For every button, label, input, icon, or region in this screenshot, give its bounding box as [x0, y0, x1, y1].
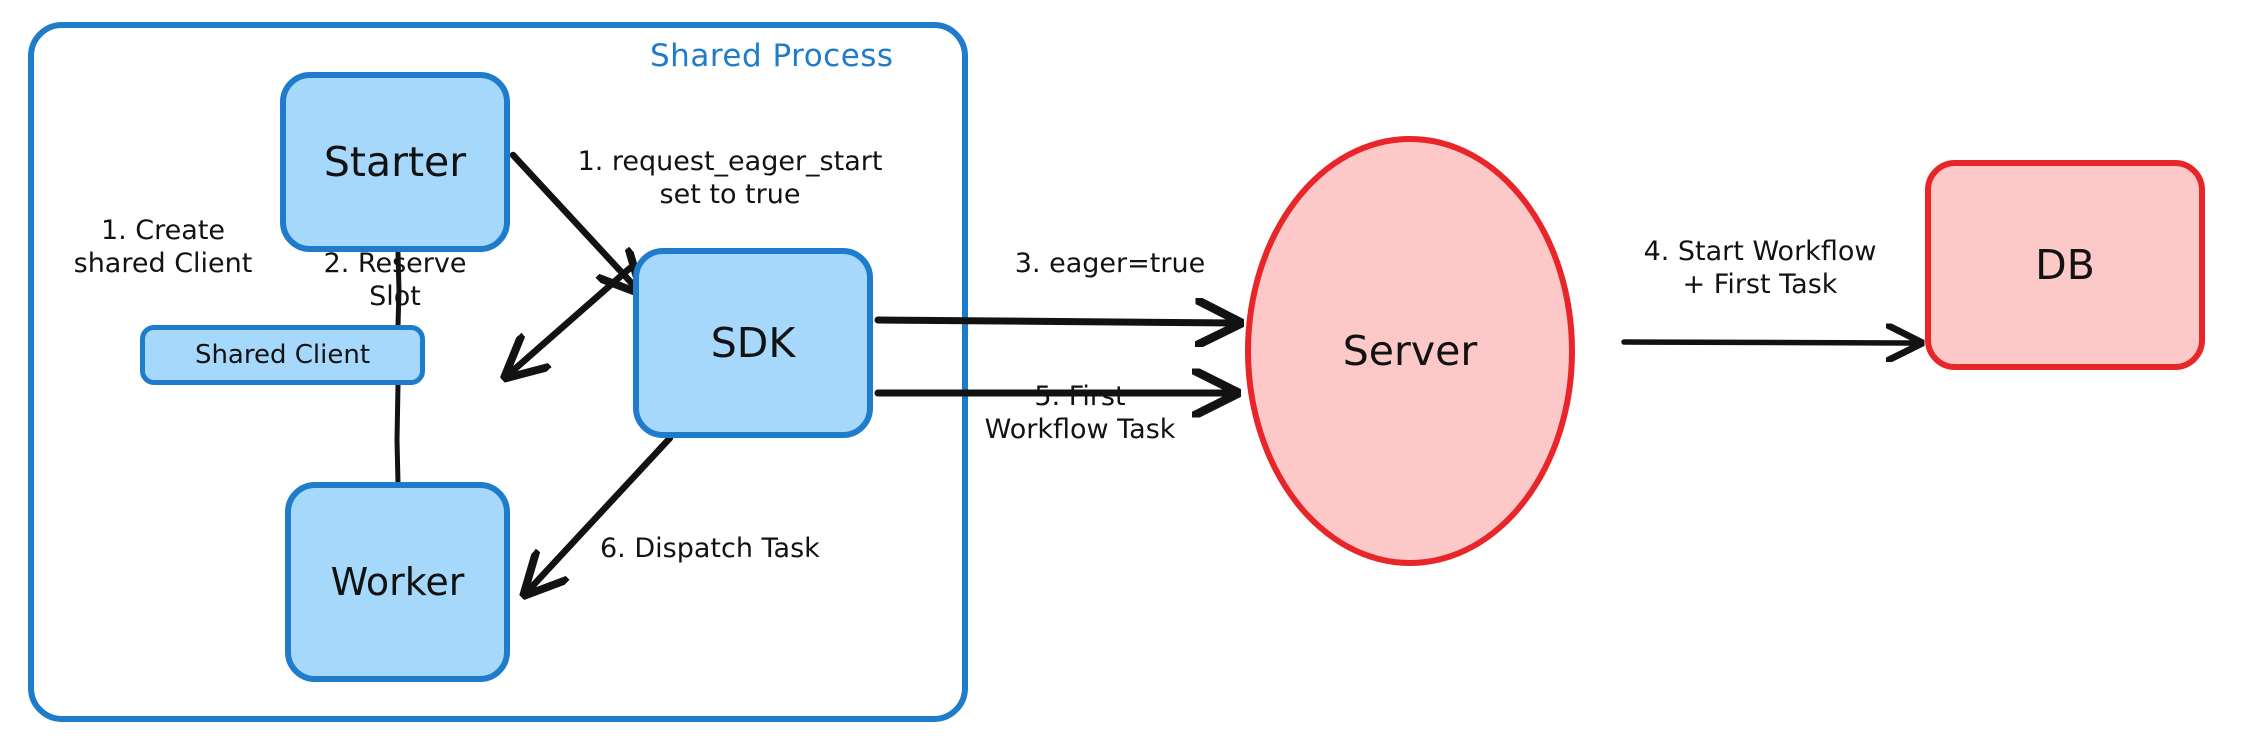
- edge-label-eager-true: 3. eager=true: [1014, 248, 1206, 279]
- node-worker[interactable]: Worker: [285, 482, 510, 682]
- shared-process-label: Shared Process: [650, 38, 894, 74]
- node-db-label: DB: [2035, 241, 2095, 289]
- node-shared-client-label: Shared Client: [194, 340, 371, 370]
- node-shared-client[interactable]: Shared Client: [140, 325, 425, 385]
- edge-label-start-workflow: 4. Start Workflow + First Task: [1643, 236, 1877, 300]
- node-starter[interactable]: Starter: [280, 72, 510, 252]
- edge-label-first-workflow-task: 5. First Workflow Task: [984, 381, 1176, 445]
- node-db[interactable]: DB: [1925, 160, 2205, 370]
- edge-start-workflow-arrow: [1621, 342, 1918, 343]
- shared-process-container: [28, 22, 968, 722]
- node-starter-label: Starter: [323, 138, 467, 186]
- node-server[interactable]: Server: [1245, 136, 1575, 566]
- node-sdk[interactable]: SDK: [633, 248, 873, 438]
- node-server-label: Server: [1342, 327, 1478, 375]
- node-worker-label: Worker: [330, 560, 465, 604]
- node-sdk-label: SDK: [710, 319, 796, 367]
